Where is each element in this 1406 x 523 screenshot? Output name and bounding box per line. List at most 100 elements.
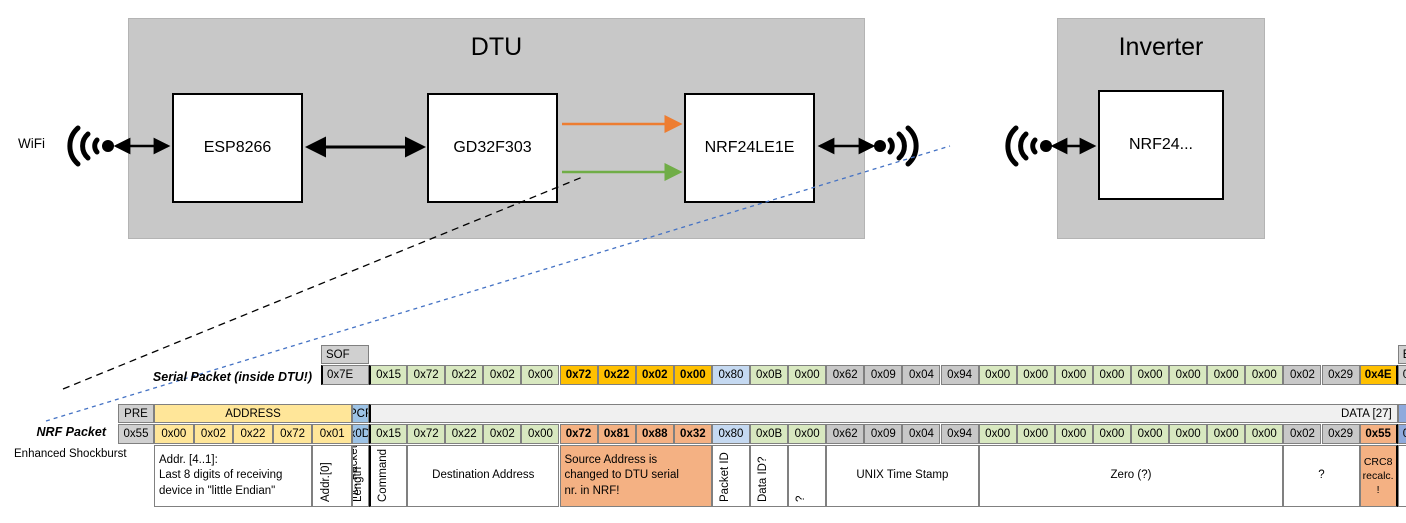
nrf-pre-header: PRE [118, 404, 154, 423]
chip-gd32f303: GD32F303 [427, 93, 558, 203]
wifi-label: WiFi [18, 136, 45, 151]
block-diagram: DTU ESP8266 GD32F303 NRF24LE1E Inverter … [18, 18, 1265, 239]
serial-sof-value: 0x7E [321, 365, 369, 385]
nrf-byte-15: 0x94 [940, 424, 979, 444]
nrf-pcf-header: PCF [352, 404, 369, 423]
nrf-address-byte-1: 0x02 [193, 424, 234, 444]
serial-byte-18: 0x00 [1054, 365, 1093, 385]
serial-byte-26: 0x4E [1359, 365, 1398, 385]
nrf-byte-25: 0x29 [1321, 424, 1360, 444]
chip-nrf24le1e-label: NRF24LE1E [704, 139, 795, 156]
nrf-byte-14: 0x04 [902, 424, 941, 444]
nrf-byte-20: 0x00 [1131, 424, 1170, 444]
serial-byte-9: 0x80 [711, 365, 750, 385]
annotation-unix-timestamp: UNIX Time Stamp [826, 445, 979, 507]
annotation-unknown-2: ? [1283, 445, 1360, 507]
nrf-pre-value: 0x55 [118, 424, 154, 444]
nrf-byte-4: 0x00 [521, 424, 560, 444]
serial-eof-value: 0x7F [1397, 365, 1406, 385]
serial-byte-14: 0x04 [902, 365, 941, 385]
serial-byte-19: 0x00 [1092, 365, 1131, 385]
chip-esp8266: ESP8266 [172, 93, 303, 203]
serial-byte-15: 0x94 [940, 365, 979, 385]
serial-byte-25: 0x29 [1321, 365, 1360, 385]
serial-byte-6: 0x22 [597, 365, 636, 385]
nrf-byte-19: 0x00 [1092, 424, 1131, 444]
nrf-byte-2: 0x22 [445, 424, 484, 444]
serial-byte-7: 0x02 [635, 365, 674, 385]
nrf-packet-sublabel: Enhanced Shockburst [14, 448, 127, 460]
nrf-crc-byte-0: 0x.. [1397, 424, 1406, 444]
nrf-byte-26: 0x55 [1359, 424, 1398, 444]
chip-nrf24-label: NRF24... [1128, 136, 1193, 153]
nrf-byte-11: 0x00 [788, 424, 827, 444]
nrf-address-byte-3: 0x72 [272, 424, 313, 444]
nrf-byte-6: 0x81 [597, 424, 636, 444]
dtu-title: DTU [470, 33, 523, 61]
annotation-packet-id: Packet ID [711, 445, 750, 507]
nrf-byte-8: 0x32 [673, 424, 712, 444]
serial-eof-header: EOF [1397, 345, 1406, 364]
annotation-generated: Generatedautomatically.Dont Care! [1397, 445, 1406, 507]
nrf-byte-23: 0x00 [1245, 424, 1284, 444]
chip-nrf24: NRF24... [1098, 90, 1224, 200]
nrf-byte-24: 0x02 [1283, 424, 1322, 444]
annotation-data-id: Data ID? [750, 445, 789, 507]
nrf-byte-7: 0x88 [635, 424, 674, 444]
serial-byte-24: 0x02 [1283, 365, 1322, 385]
annotation-destination-address: Destination Address [407, 445, 560, 507]
serial-byte-2: 0x22 [445, 365, 484, 385]
chip-nrf24le1e: NRF24LE1E [684, 93, 815, 203]
serial-packet-label: Serial Packet (inside DTU!) [152, 370, 312, 384]
nrf-byte-3: 0x02 [483, 424, 522, 444]
serial-byte-10: 0x0B [750, 365, 789, 385]
nrf-byte-12: 0x62 [826, 424, 865, 444]
serial-byte-12: 0x62 [826, 365, 865, 385]
nrf-byte-16: 0x00 [978, 424, 1017, 444]
nrf-address-byte-2: 0x22 [233, 424, 273, 444]
nrf-pcf-value: 0x0DA [352, 424, 369, 444]
annotation-addr0: Addr.[0] [312, 445, 352, 507]
serial-byte-3: 0x02 [483, 365, 522, 385]
serial-byte-13: 0x09 [864, 365, 903, 385]
nrf-byte-18: 0x00 [1054, 424, 1093, 444]
serial-byte-17: 0x00 [1016, 365, 1055, 385]
annotation-unknown-1: ? [788, 445, 827, 507]
nrf-crc-header: NRF CRC [1397, 404, 1406, 423]
nrf-byte-13: 0x09 [864, 424, 903, 444]
serial-byte-16: 0x00 [978, 365, 1017, 385]
nrf-address-byte-0: 0x00 [154, 424, 194, 444]
nrf-data-header: DATA [27] [369, 404, 1398, 423]
serial-byte-23: 0x00 [1245, 365, 1284, 385]
nrf-byte-10: 0x0B [750, 424, 789, 444]
nrf-byte-17: 0x00 [1016, 424, 1055, 444]
nrf-packet-label: NRF Packet [36, 425, 106, 439]
serial-byte-20: 0x00 [1131, 365, 1170, 385]
serial-byte-4: 0x00 [521, 365, 560, 385]
chip-gd32f303-label: GD32F303 [453, 139, 532, 156]
nrf-byte-22: 0x00 [1207, 424, 1246, 444]
inverter-title: Inverter [1118, 33, 1204, 61]
serial-byte-8: 0x00 [673, 365, 712, 385]
chip-esp8266-label: ESP8266 [203, 139, 272, 156]
nrf-byte-9: 0x80 [711, 424, 750, 444]
serial-byte-5: 0x72 [559, 365, 598, 385]
serial-sof-header: SOF [321, 345, 369, 364]
serial-byte-22: 0x00 [1207, 365, 1246, 385]
nrf-address-header: ADDRESS [154, 404, 352, 423]
annotation-zero: Zero (?) [978, 445, 1284, 507]
nrf-byte-0: 0x15 [369, 424, 408, 444]
serial-byte-1: 0x72 [407, 365, 446, 385]
nrf-byte-21: 0x00 [1169, 424, 1208, 444]
serial-byte-21: 0x00 [1169, 365, 1208, 385]
serial-byte-11: 0x00 [788, 365, 827, 385]
serial-byte-0: 0x15 [369, 365, 408, 385]
annotation-command: Command [369, 445, 408, 507]
nrf-byte-1: 0x72 [407, 424, 446, 444]
nrf-address-byte-4: 0x01 [312, 424, 352, 444]
nrf-byte-5: 0x72 [559, 424, 598, 444]
